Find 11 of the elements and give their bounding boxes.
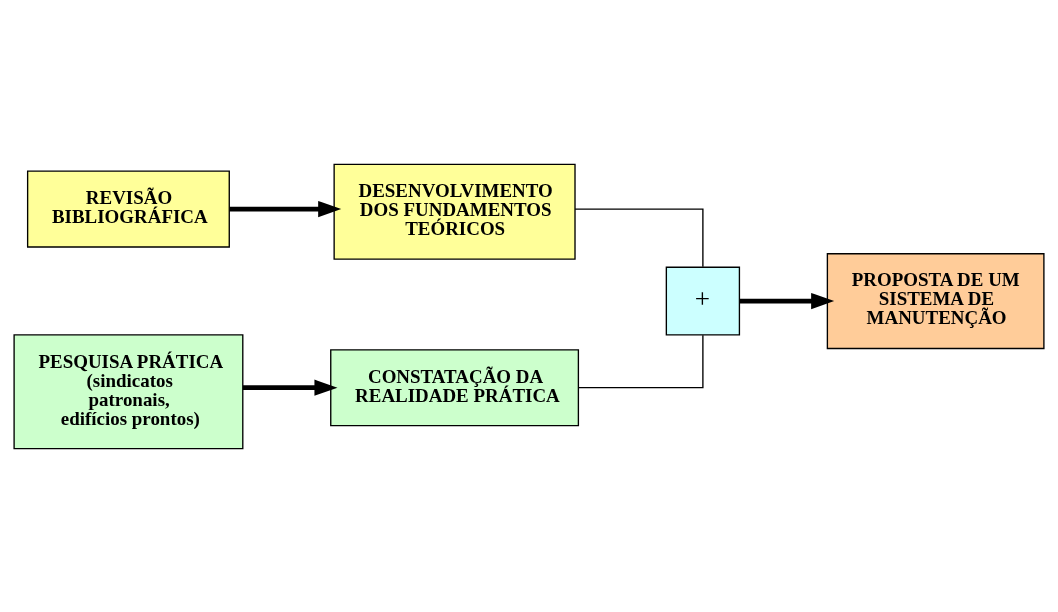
connector	[574, 207, 704, 267]
arrow	[242, 379, 338, 396]
arrow	[229, 200, 342, 217]
node-box: PROPOSTA DE UM SISTEMA DE MANUTENÇÃO	[826, 252, 1045, 349]
node-box: DESENVOLVIMENTO DOS FUNDAMENTOS TEÓRICOS	[333, 163, 576, 260]
node-box: REVISÃO BIBLIOGRÁFICA	[26, 170, 230, 248]
connector	[578, 334, 704, 388]
node-box: +	[665, 266, 741, 336]
node-box: CONSTATAÇÃO DA REALIDADE PRÁTICA	[330, 348, 580, 426]
arrow	[739, 292, 835, 309]
node-box: PESQUISA PRÁTICA (sindicatos patronais, edifícios prontos)	[13, 333, 244, 449]
